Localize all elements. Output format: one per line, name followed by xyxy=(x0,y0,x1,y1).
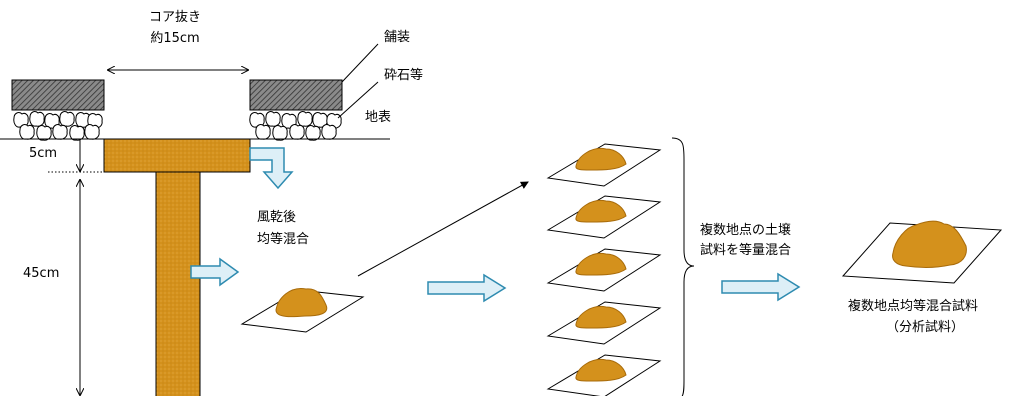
ground-surface-label: 地表 xyxy=(365,110,392,125)
final-sample-label-line2: （分析試料） xyxy=(885,320,964,335)
final-sample-label-line1: 複数地点均等混合試料 xyxy=(848,299,979,314)
mix-label-line2: 試料を等量混合 xyxy=(700,243,792,258)
distribution-arrow xyxy=(357,181,529,277)
process-arrow-2 xyxy=(427,273,507,303)
sample-tray-2 xyxy=(546,195,662,239)
sample-tray-4 xyxy=(546,301,662,345)
process-arrow-3 xyxy=(721,272,801,302)
core-title-label: コア抜き xyxy=(148,10,201,25)
sample-tray-3 xyxy=(546,248,662,292)
subsoil-sample-column xyxy=(155,172,201,396)
gravel-label: 砕石等 xyxy=(384,68,424,83)
core-size-label: 約15cm xyxy=(150,31,200,46)
process-arrow-1 xyxy=(190,257,240,287)
grouping-brace xyxy=(671,137,695,396)
air-dry-label-line2: 均等混合 xyxy=(257,232,310,247)
gravel-layer-right xyxy=(249,111,342,141)
mix-label-line1: 複数地点の土壌 xyxy=(700,223,792,238)
depth-45cm-label: 45cm xyxy=(23,266,60,281)
air-dry-label-line1: 風乾後 xyxy=(257,210,297,225)
depth-5cm-label: 5cm xyxy=(29,146,58,161)
mixed-sample-tray xyxy=(240,288,365,333)
gravel-leader-line xyxy=(337,81,379,119)
pavement-layer-left xyxy=(11,79,105,111)
topsoil-sample-block xyxy=(103,138,251,173)
pavement-leader-line xyxy=(341,43,379,83)
sample-tray-5 xyxy=(546,354,662,396)
final-composite-tray xyxy=(841,220,1003,284)
extraction-arrow xyxy=(249,147,294,190)
sample-tray-1 xyxy=(546,143,662,187)
gravel-layer-left xyxy=(13,111,103,141)
pavement-label: 舗装 xyxy=(384,30,411,45)
pavement-layer-right xyxy=(249,79,343,111)
